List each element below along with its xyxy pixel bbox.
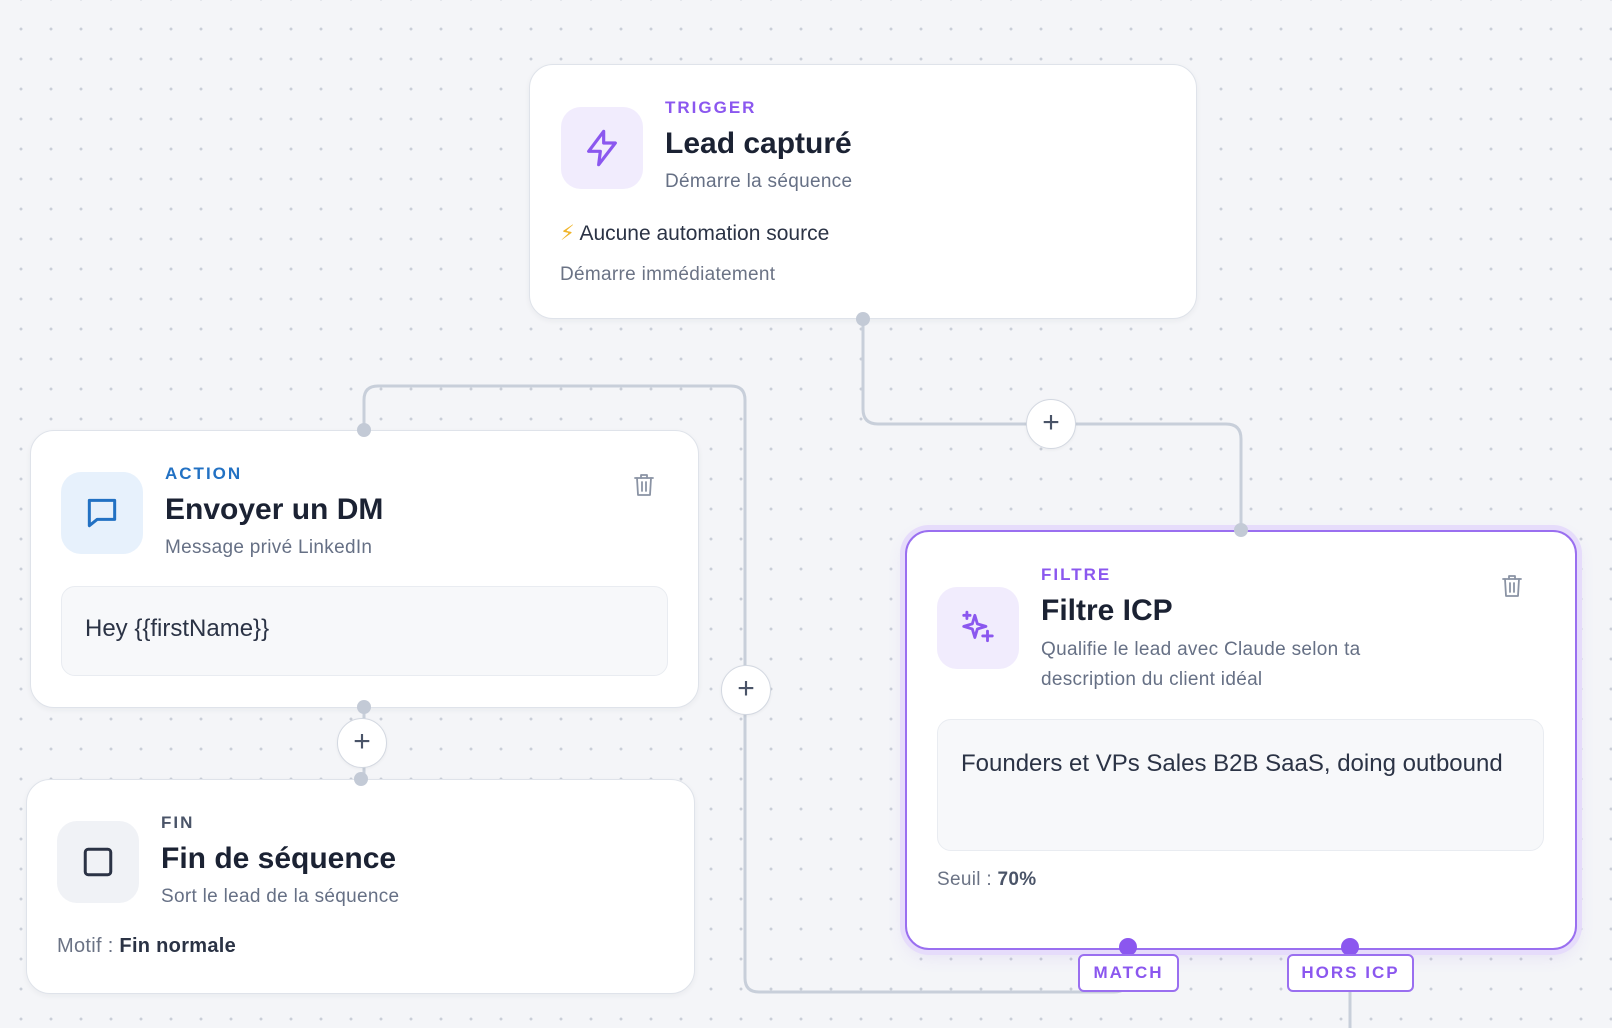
action-subtitle: Message privé LinkedIn bbox=[165, 537, 373, 558]
filter-eyebrow: FILTRE bbox=[1041, 565, 1112, 584]
add-step-button-trigger-filter[interactable]: + bbox=[1026, 399, 1076, 449]
action-output-handle[interactable] bbox=[357, 700, 371, 714]
trigger-start-line: Démarre immédiatement bbox=[560, 264, 776, 285]
end-input-handle[interactable] bbox=[354, 772, 368, 786]
trigger-node[interactable]: TRIGGER Lead capturé Démarre la séquence… bbox=[529, 64, 1197, 319]
add-step-button-action-end[interactable]: + bbox=[337, 718, 387, 768]
branch-label-match[interactable]: MATCH bbox=[1078, 954, 1179, 992]
end-title: Fin de séquence bbox=[161, 842, 397, 875]
filter-subtitle: Qualifie le lead avec Claude selon ta de… bbox=[1041, 639, 1361, 690]
end-icon-container bbox=[57, 821, 139, 903]
end-node[interactable]: FIN Fin de séquence Sort le lead de la s… bbox=[26, 779, 695, 994]
end-reason-label: Motif : bbox=[57, 935, 114, 957]
end-subtitle: Sort le lead de la séquence bbox=[161, 886, 400, 907]
trash-icon bbox=[1502, 575, 1522, 597]
filter-title: Filtre ICP bbox=[1041, 594, 1173, 627]
lightning-icon bbox=[587, 129, 617, 167]
square-icon bbox=[83, 847, 113, 877]
filter-hors-icp-handle[interactable] bbox=[1341, 938, 1359, 956]
action-input-handle[interactable] bbox=[357, 423, 371, 437]
filter-input-handle[interactable] bbox=[1234, 523, 1248, 537]
icp-description-field[interactable]: Founders et VPs Sales B2B SaaS, doing ou… bbox=[937, 719, 1544, 851]
dm-message-preview[interactable]: Hey {{firstName}} bbox=[61, 586, 668, 676]
icp-description-text: Founders et VPs Sales B2B SaaS, doing ou… bbox=[961, 750, 1503, 777]
filter-threshold-line: Seuil : 70% bbox=[937, 869, 1036, 891]
threshold-value: 70% bbox=[997, 869, 1037, 890]
delete-action-button[interactable] bbox=[631, 471, 657, 499]
threshold-label: Seuil : bbox=[937, 869, 992, 890]
message-icon bbox=[87, 498, 117, 528]
branch-label-hors-icp[interactable]: HORS ICP bbox=[1287, 954, 1414, 992]
action-node[interactable]: ACTION Envoyer un DM Message privé Linke… bbox=[30, 430, 699, 708]
end-eyebrow: FIN bbox=[161, 813, 195, 832]
end-reason-line: Motif : Fin normale bbox=[57, 935, 236, 958]
filter-node[interactable]: FILTRE Filtre ICP Qualifie le lead avec … bbox=[905, 530, 1577, 950]
delete-filter-button[interactable] bbox=[1499, 572, 1525, 600]
trigger-output-handle[interactable] bbox=[856, 312, 870, 326]
sparkles-icon bbox=[962, 610, 994, 643]
action-title: Envoyer un DM bbox=[165, 493, 384, 526]
filter-icon-container bbox=[937, 587, 1019, 669]
add-step-button-match-branch[interactable]: + bbox=[721, 665, 771, 715]
trash-icon bbox=[634, 474, 654, 496]
action-icon-container bbox=[61, 472, 143, 554]
trigger-source-line: ⚡ Aucune automation source bbox=[560, 221, 829, 246]
trigger-title: Lead capturé bbox=[665, 127, 852, 160]
lightning-emoji-icon: ⚡ bbox=[560, 222, 575, 245]
action-eyebrow: ACTION bbox=[165, 464, 243, 483]
trigger-eyebrow: TRIGGER bbox=[665, 98, 757, 117]
trigger-source-text: Aucune automation source bbox=[579, 222, 830, 245]
trigger-subtitle: Démarre la séquence bbox=[665, 171, 853, 192]
dm-message-text: Hey {{firstName}} bbox=[85, 615, 270, 642]
filter-match-handle[interactable] bbox=[1119, 938, 1137, 956]
end-reason-value: Fin normale bbox=[119, 935, 237, 957]
trigger-icon-container bbox=[561, 107, 643, 189]
